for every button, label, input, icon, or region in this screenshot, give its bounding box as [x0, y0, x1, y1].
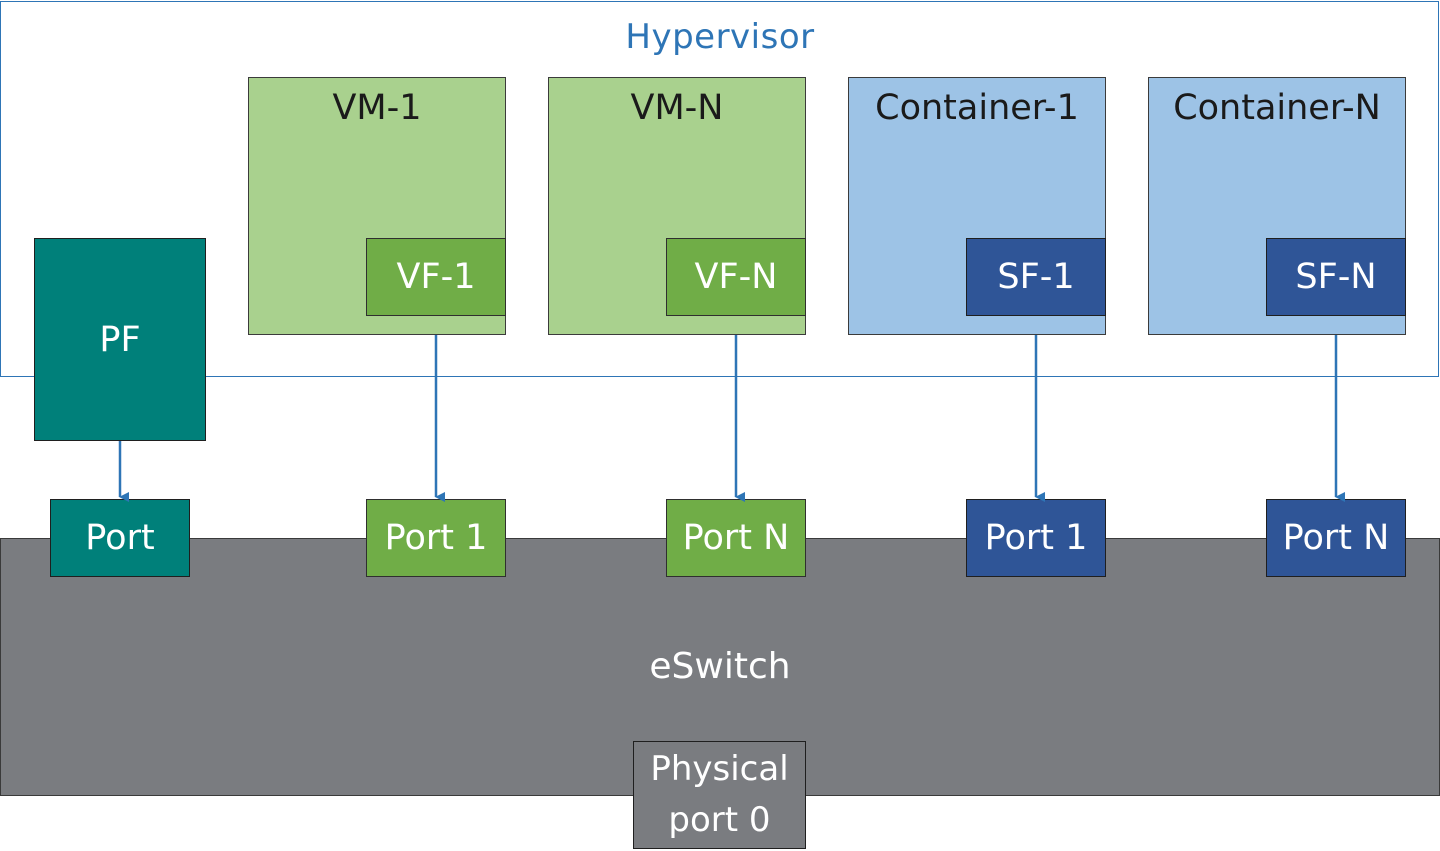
pf-port: Port: [50, 499, 190, 577]
pf-box: PF: [34, 238, 206, 441]
physical-port-line-2: port 0: [668, 800, 771, 840]
vm-1-title: VM-1: [332, 88, 422, 128]
sf-n-port: Port N: [1266, 499, 1406, 577]
vm-n-title: VM-N: [630, 88, 724, 128]
physical-port-line-1: Physical: [650, 749, 789, 789]
sf-n-box: SF-N: [1266, 238, 1406, 316]
container-n-title: Container-N: [1173, 88, 1381, 128]
container-1-title: Container-1: [875, 88, 1079, 128]
vf-n-port: Port N: [666, 499, 806, 577]
vf-1-box: VF-1: [366, 238, 506, 316]
vf-1-port: Port 1: [366, 499, 506, 577]
eswitch-label: eSwitch: [649, 645, 791, 687]
sf-1-box: SF-1: [966, 238, 1106, 316]
physical-port-0: Physical port 0: [633, 741, 806, 849]
hypervisor-label: Hypervisor: [625, 17, 815, 57]
vf-n-box: VF-N: [666, 238, 806, 316]
sf-1-port: Port 1: [966, 499, 1106, 577]
